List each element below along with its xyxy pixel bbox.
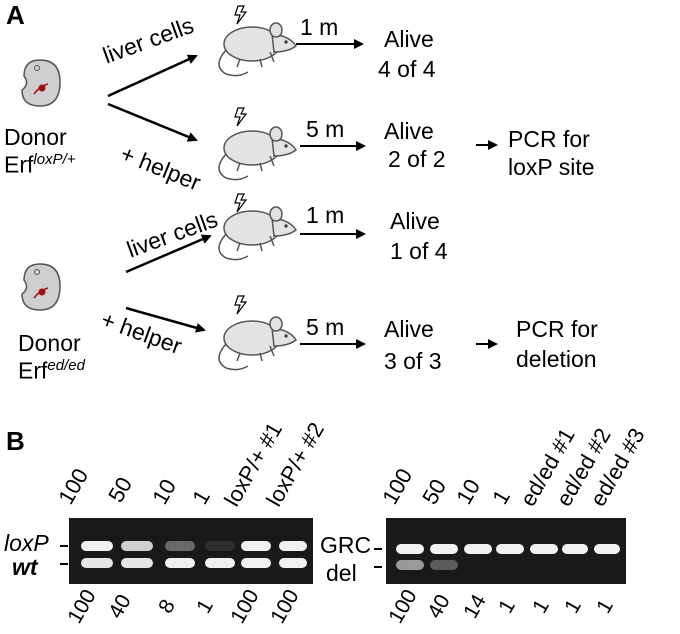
alive-count: 3 of 3 [384, 348, 442, 374]
time-label: 5 m [306, 116, 345, 142]
gel-band [121, 558, 153, 568]
lightning-icon [234, 107, 247, 127]
gel-band [430, 544, 458, 554]
gel-band [81, 558, 113, 568]
gel-band [396, 544, 424, 554]
donor2-label: Donor [18, 330, 81, 356]
alive-count: 4 of 4 [378, 56, 436, 82]
gel-band [530, 544, 558, 554]
band-label: del [326, 560, 357, 586]
gel-band [594, 544, 620, 554]
gel-band [165, 541, 195, 551]
band-tick [60, 545, 68, 547]
mouse-icon [218, 316, 297, 371]
time-label: 1 m [306, 202, 345, 228]
genotype-superscript: ed/ed [47, 357, 85, 374]
gel-band [279, 558, 307, 568]
gel-band [205, 541, 235, 551]
gel-band [165, 558, 195, 568]
band-tick [374, 566, 382, 568]
genotype-base: Erf [18, 357, 48, 384]
arrow [125, 306, 206, 333]
pcr-label-line1: PCR for [516, 316, 598, 342]
time-label: 5 m [306, 314, 345, 340]
band-tick [374, 548, 382, 550]
alive-count: 2 of 2 [388, 146, 446, 172]
gel-band [205, 558, 235, 568]
mouse-icon [218, 126, 297, 181]
panel-label-b: B [6, 426, 25, 456]
gel-band [496, 544, 524, 554]
gel-band [430, 560, 458, 570]
alive-label: Alive [384, 118, 434, 144]
genotype-base: Erf [4, 151, 34, 178]
donor1-genotype: ErfloxP/+ [4, 152, 76, 177]
genotype-superscript: loxP/+ [33, 151, 76, 168]
gel-band [241, 541, 271, 551]
embryo-icon [21, 263, 61, 311]
gel-band [121, 541, 153, 551]
gel-band [81, 541, 113, 551]
band-label: loxP [4, 530, 49, 556]
gel-band [562, 544, 588, 554]
pcr-label-line1: PCR for [508, 126, 590, 152]
mouse-icon [218, 206, 297, 261]
donor2-genotype: Erfed/ed [18, 358, 85, 383]
mouse-icon [218, 22, 297, 77]
pcr-label-line2: deletion [516, 346, 597, 372]
lightning-icon [234, 295, 247, 315]
lightning-icon [234, 5, 247, 25]
gel-band [464, 544, 492, 554]
band-label: wt [12, 554, 38, 580]
panel-label-a: A [6, 0, 25, 30]
alive-label: Alive [384, 316, 434, 342]
gel-band [396, 560, 424, 570]
arrow [107, 102, 198, 142]
band-label: GRC [320, 532, 372, 558]
arrow [125, 234, 212, 274]
time-label: 1 m [300, 14, 339, 40]
pcr-label-line2: loxP site [508, 154, 595, 180]
embryo-icon [21, 59, 61, 107]
alive-count: 1 of 4 [390, 238, 448, 264]
gel-image-2 [386, 518, 626, 584]
donor1-label: Donor [4, 124, 67, 150]
gel-band [279, 541, 307, 551]
lightning-icon [234, 193, 247, 213]
alive-label: Alive [390, 208, 440, 234]
band-tick [60, 563, 68, 565]
alive-label: Alive [384, 26, 434, 52]
gel-band [241, 558, 271, 568]
arrow [107, 54, 198, 98]
gel-image-1 [69, 518, 313, 584]
